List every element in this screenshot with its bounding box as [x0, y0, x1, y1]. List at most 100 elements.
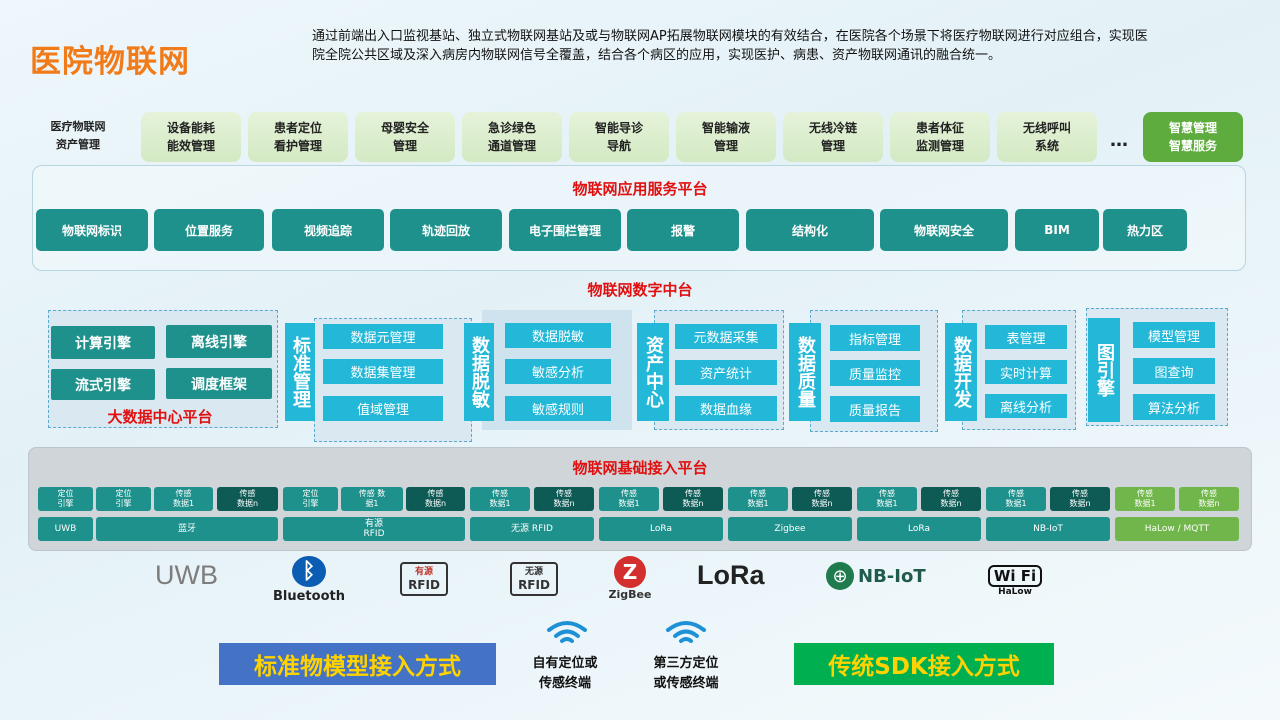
scene-label: 医疗物联网 资产管理 [50, 120, 106, 151]
protocol-nbiot[interactable]: NB-IoT [986, 517, 1110, 541]
intro-paragraph: 通过前端出入口监视基站、独立式物联网基站及或与物联网AP拓展物联网模块的有效结合… [312, 29, 1148, 63]
cell-passive-sensor-1[interactable]: 传感 数据1 [470, 487, 530, 511]
scene-cold-chain[interactable]: 无线冷链 管理 [783, 112, 883, 162]
module-graph-item-3[interactable]: 算法分析 [1133, 394, 1215, 420]
scene-energy[interactable]: 设备能耗 能效管理 [141, 112, 241, 162]
module-dev-item-1[interactable]: 表管理 [985, 325, 1067, 349]
cell-lora-sensor-1[interactable]: 传感 数据1 [599, 487, 659, 511]
module-masking-item-1[interactable]: 数据脱敏 [505, 323, 611, 348]
module-standard-title: 标准管理 [285, 323, 315, 421]
module-dev-item-3[interactable]: 离线分析 [985, 394, 1067, 418]
module-asset-item-3[interactable]: 数据血缘 [675, 396, 777, 421]
module-dev-title: 数据开发 [945, 323, 977, 421]
zigbee-icon: Z [614, 555, 646, 588]
engine-compute[interactable]: 计算引擎 [51, 326, 155, 359]
bluetooth-logo-text: Bluetooth [273, 589, 345, 604]
scene-ellipsis: … [1110, 130, 1129, 151]
cell-zigbee-sensor-1[interactable]: 传感 数据1 [728, 487, 788, 511]
module-masking-item-3[interactable]: 敏感规则 [505, 396, 611, 421]
zigbee-text: ZigBee [608, 587, 652, 601]
cell-bt-engine[interactable]: 定位 引擎 [96, 487, 151, 511]
scene-guidance[interactable]: 智能导诊 导航 [569, 112, 669, 162]
cell-rfid-sensor-1[interactable]: 传感 数 据1 [341, 487, 403, 511]
cell-rfid-sensor-n[interactable]: 传感 数据n [406, 487, 465, 511]
module-standard-item-1[interactable]: 数据元管理 [323, 324, 443, 349]
service-geofence[interactable]: 电子围栏管理 [509, 209, 621, 251]
module-asset-item-1[interactable]: 元数据采集 [675, 324, 777, 349]
nbiot-text: NB-IoT [858, 565, 926, 587]
scene-infusion[interactable]: 智能输液 管理 [676, 112, 776, 162]
uwb-logo: UWB [155, 560, 218, 590]
module-quality-item-3[interactable]: 质量报告 [830, 396, 920, 422]
engine-scheduler[interactable]: 调度框架 [166, 368, 272, 399]
cell-zigbee-sensor-n[interactable]: 传感 数据n [792, 487, 852, 511]
module-asset-title: 资产中心 [637, 323, 669, 421]
module-quality-item-1[interactable]: 指标管理 [830, 325, 920, 351]
module-dev-item-2[interactable]: 实时计算 [985, 360, 1067, 384]
service-track-replay[interactable]: 轨迹回放 [390, 209, 502, 251]
bluetooth-logo: ᛒ Bluetooth [268, 556, 350, 604]
halow-text: HaLow [998, 587, 1032, 597]
service-video-tracking[interactable]: 视频追踪 [272, 209, 384, 251]
service-location[interactable]: 位置服务 [154, 209, 264, 251]
module-masking-item-2[interactable]: 敏感分析 [505, 359, 611, 384]
cell-bt-sensor-1[interactable]: 传感 数据1 [154, 487, 213, 511]
cell-lora2-sensor-n[interactable]: 传感 数据n [921, 487, 981, 511]
scene-patient-location[interactable]: 患者定位 看护管理 [248, 112, 348, 162]
wifi-signal-icon-third [666, 621, 706, 643]
cell-nbiot-sensor-1[interactable]: 传感 数据1 [986, 487, 1046, 511]
active-rfid-logo: 有源 RFID [392, 556, 456, 602]
engine-stream[interactable]: 流式引擎 [51, 369, 155, 400]
module-graph-item-2[interactable]: 图查询 [1133, 358, 1215, 384]
protocol-halow-mqtt[interactable]: HaLow / MQTT [1115, 517, 1239, 541]
cell-halow-sensor-n[interactable]: 传感 数据n [1179, 487, 1239, 511]
cell-lora2-sensor-1[interactable]: 传感 数据1 [857, 487, 917, 511]
protocol-lora[interactable]: LoRa [599, 517, 723, 541]
scene-smart-service[interactable]: 智慧管理 智慧服务 [1143, 112, 1243, 162]
globe-icon: ⊕ [826, 562, 854, 590]
module-standard-item-2[interactable]: 数据集管理 [323, 359, 443, 384]
base-platform-title: 物联网基础接入平台 [572, 459, 708, 477]
passive-rfid-sub: 无源 [524, 567, 543, 577]
module-quality-item-2[interactable]: 质量监控 [830, 360, 920, 386]
module-quality-title: 数据质量 [789, 323, 821, 421]
scene-mother-baby[interactable]: 母婴安全 管理 [355, 112, 455, 162]
module-graph-item-1[interactable]: 模型管理 [1133, 322, 1215, 348]
standard-model-banner: 标准物模型接入方式 [219, 643, 496, 685]
protocol-lora-2[interactable]: LoRa [857, 517, 981, 541]
scene-nurse-call[interactable]: 无线呼叫 系统 [997, 112, 1097, 162]
module-graph-title: 图引擎 [1088, 318, 1120, 422]
protocol-zigbee[interactable]: Zigbee [728, 517, 852, 541]
cell-halow-sensor-1[interactable]: 传感 数据1 [1115, 487, 1175, 511]
service-heatmap[interactable]: 热力区 [1103, 209, 1187, 251]
service-bim[interactable]: BIM [1015, 209, 1099, 251]
module-asset-item-2[interactable]: 资产统计 [675, 360, 777, 385]
service-iot-id[interactable]: 物联网标识 [36, 209, 148, 251]
cell-lora-sensor-n[interactable]: 传感 数据n [663, 487, 723, 511]
bluetooth-icon: ᛒ [292, 556, 326, 587]
protocol-uwb[interactable]: UWB [38, 517, 93, 541]
scene-vital-signs[interactable]: 患者体征 监测管理 [890, 112, 990, 162]
service-alarm[interactable]: 报警 [627, 209, 739, 251]
module-masking-title: 数据脱敏 [464, 323, 494, 421]
protocol-active-rfid[interactable]: 有源 RFID [283, 517, 465, 541]
cell-uwb-engine[interactable]: 定位 引擎 [38, 487, 93, 511]
digital-platform-title: 物联网数字中台 [587, 281, 693, 299]
sdk-banner: 传统SDK接入方式 [794, 643, 1054, 685]
module-standard-item-3[interactable]: 值域管理 [323, 396, 443, 421]
active-rfid-sub: 有源 [414, 567, 433, 577]
protocol-bluetooth[interactable]: 蓝牙 [96, 517, 278, 541]
nbiot-logo: ⊕ NB-IoT [826, 562, 926, 590]
cell-bt-sensor-n[interactable]: 传感 数据n [217, 487, 278, 511]
scene-emergency[interactable]: 急诊绿色 通道管理 [462, 112, 562, 162]
cell-passive-sensor-n[interactable]: 传感 数据n [534, 487, 594, 511]
protocol-passive-rfid[interactable]: 无源 RFID [470, 517, 594, 541]
cell-rfid-engine[interactable]: 定位 引擎 [283, 487, 338, 511]
page-title: 医院物联网 [30, 44, 190, 80]
wifi-signal-icon-own [547, 621, 587, 643]
service-structuring[interactable]: 结构化 [746, 209, 874, 251]
engine-offline[interactable]: 离线引擎 [166, 325, 272, 358]
service-security[interactable]: 物联网安全 [880, 209, 1008, 251]
passive-rfid-logo: 无源 RFID [502, 556, 566, 602]
cell-nbiot-sensor-n[interactable]: 传感 数据n [1050, 487, 1110, 511]
